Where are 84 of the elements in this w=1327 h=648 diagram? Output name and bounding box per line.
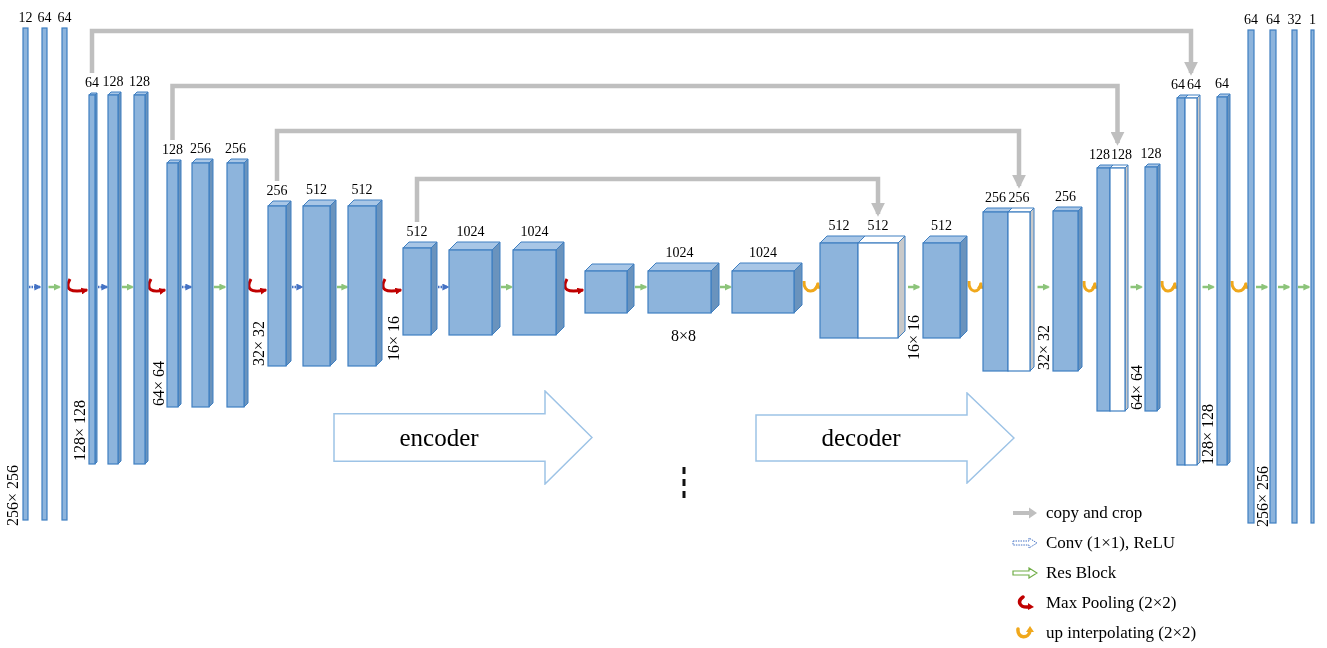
- channel-count: 128: [1089, 147, 1110, 163]
- channel-count: 64: [1215, 76, 1229, 92]
- channel-count: 512: [931, 218, 952, 234]
- legend-label: copy and crop: [1046, 502, 1143, 525]
- dimension-label: 16× 16: [386, 315, 402, 361]
- channel-count: 1024: [520, 224, 549, 240]
- arrow: [1256, 283, 1269, 291]
- channel-count: 512: [351, 182, 373, 198]
- channel-count: 12: [18, 10, 33, 26]
- channel-count: 256: [1008, 190, 1030, 206]
- arrow: [967, 281, 984, 293]
- stage-label: decoder: [821, 424, 901, 452]
- arrow: [122, 283, 134, 291]
- arrow: [29, 283, 42, 291]
- arrow: [337, 283, 349, 291]
- dimension-label: 128× 128: [1200, 403, 1216, 465]
- channel-count: 64: [57, 10, 72, 26]
- arrow: [48, 283, 61, 291]
- legend-label: Conv (1×1), ReLU: [1046, 532, 1176, 555]
- arrow: [1298, 283, 1311, 291]
- channel-count: 64: [1244, 12, 1258, 28]
- arrow: [720, 283, 732, 291]
- channel-count: 64: [37, 10, 52, 26]
- channel-count: 256: [266, 183, 288, 199]
- arrow: [1230, 280, 1249, 293]
- channel-count: 512: [306, 182, 327, 198]
- arrow: [1037, 283, 1050, 291]
- channel-count: 1024: [665, 245, 694, 261]
- arrow: [635, 283, 648, 291]
- arrow: [1202, 283, 1215, 291]
- channel-count: 64: [1171, 77, 1185, 93]
- arrow: [182, 283, 193, 291]
- legend-label: Res Block: [1046, 562, 1117, 585]
- arrow: [802, 280, 821, 293]
- channel-count: 64: [1187, 77, 1201, 93]
- arrow: [147, 278, 167, 295]
- channel-count: 64: [1266, 12, 1280, 28]
- arrow: [214, 283, 227, 291]
- arrow: [98, 283, 109, 291]
- channel-count: 128: [1111, 147, 1132, 163]
- channel-count: 128: [162, 142, 183, 158]
- arrow: [274, 128, 1026, 189]
- arrow: [501, 283, 513, 291]
- channel-count: 256: [985, 190, 1006, 206]
- stage-label: encoder: [399, 423, 479, 452]
- dimension-label: 128× 128: [72, 399, 88, 461]
- arrow: [438, 283, 450, 291]
- arrow: [89, 28, 1198, 76]
- channel-count: 1024: [456, 224, 485, 240]
- arrow: [908, 283, 921, 291]
- legend-label: Max Pooling (2×2): [1046, 592, 1177, 615]
- channel-count: 256: [225, 141, 246, 157]
- dimension-label: 32× 32: [251, 320, 267, 366]
- arrow: [381, 278, 403, 295]
- arrow: [1130, 283, 1143, 291]
- arrow: [414, 176, 885, 222]
- dimension-label: 256× 256: [5, 464, 21, 526]
- legend-label: up interpolating (2×2): [1046, 622, 1197, 645]
- arrow: [292, 283, 304, 291]
- arrow: [1278, 283, 1291, 291]
- dimension-label: 8×8: [671, 326, 696, 346]
- channel-count: 1024: [749, 245, 777, 261]
- dimension-label: 16× 16: [906, 314, 922, 360]
- channel-count: 32: [1287, 12, 1302, 28]
- dimension-label: 64× 64: [151, 360, 167, 406]
- channel-count: 256: [190, 141, 211, 157]
- dimension-label: 256× 256: [1255, 465, 1271, 527]
- arrow: [1082, 281, 1098, 293]
- arrow: [563, 278, 585, 295]
- channel-count: 1: [1309, 12, 1316, 28]
- channel-count: 256: [1055, 189, 1076, 205]
- arrow: [1160, 281, 1178, 293]
- channel-count: 512: [828, 218, 850, 234]
- channel-count: 512: [406, 224, 428, 240]
- arrow: [247, 278, 268, 295]
- dimension-label: 32× 32: [1036, 324, 1052, 370]
- channel-count: 512: [867, 218, 889, 234]
- dimension-label: 64× 64: [1129, 364, 1145, 410]
- arrow: [66, 278, 89, 295]
- channel-count: 128: [129, 74, 150, 90]
- channel-count: 128: [1140, 146, 1162, 162]
- channel-count: 64: [85, 75, 99, 91]
- channel-count: 128: [102, 74, 124, 90]
- arrow: [170, 83, 1125, 146]
